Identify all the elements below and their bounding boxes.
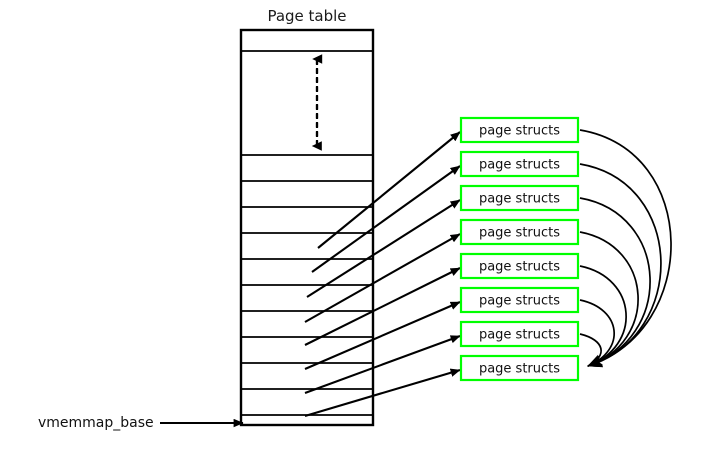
- page-structs-box[interactable]: [459, 252, 580, 280]
- tail-arrow: [579, 333, 604, 367]
- page-structs-label: page structs: [479, 328, 560, 343]
- page-structs-label: page structs: [479, 158, 560, 173]
- page-structs-box[interactable]: [459, 286, 580, 314]
- tail-arrow: [579, 231, 639, 367]
- entry-arrow: [317, 131, 461, 249]
- tail-arrow: [579, 197, 651, 367]
- page-structs-box[interactable]: [459, 116, 580, 144]
- page-structs-item[interactable]: page structs: [459, 150, 580, 178]
- page-structs-label: page structs: [479, 192, 560, 207]
- page-structs-box[interactable]: [459, 184, 580, 212]
- tail-arrow: [579, 129, 672, 368]
- vmemmap-base-label: vmemmap_base: [38, 415, 154, 431]
- tail-arrow: [579, 163, 662, 368]
- entry-arrow: [304, 368, 461, 418]
- page-structs-item[interactable]: page structs: [459, 320, 580, 348]
- page-structs-label: page structs: [479, 124, 560, 139]
- page-structs-item[interactable]: page structs: [459, 184, 580, 212]
- page-structs-item[interactable]: page structs: [459, 286, 580, 314]
- entry-arrow: [304, 267, 461, 346]
- page-structs-item[interactable]: page structs: [459, 354, 580, 382]
- page-table-outline: [239, 28, 375, 427]
- entry-arrows: [304, 131, 461, 418]
- vmemmap-base-pointer: vmemmap_base: [38, 415, 244, 431]
- entry-arrow: [306, 199, 461, 298]
- page-structs-box[interactable]: [459, 354, 580, 382]
- page-table: [239, 28, 375, 427]
- page-structs-box[interactable]: [459, 218, 580, 246]
- page-table-title: Page table: [267, 7, 346, 25]
- entry-arrow: [304, 335, 461, 394]
- page-structs-label: page structs: [479, 226, 560, 241]
- page-structs-label: page structs: [479, 294, 560, 309]
- page-structs-item[interactable]: page structs: [459, 116, 580, 144]
- page-structs-list: page structs page structs page structs p…: [459, 116, 580, 382]
- page-structs-item[interactable]: page structs: [459, 218, 580, 246]
- entry-arrow: [311, 165, 461, 273]
- page-structs-label: page structs: [479, 260, 560, 275]
- page-structs-box[interactable]: [459, 320, 580, 348]
- page-structs-item[interactable]: page structs: [459, 252, 580, 280]
- tail-arrows: [579, 129, 672, 368]
- page-table-row-dividers: [241, 50, 373, 416]
- entry-arrow: [304, 233, 461, 323]
- tail-arrow: [579, 265, 627, 367]
- page-structs-box[interactable]: [459, 150, 580, 178]
- page-structs-label: page structs: [479, 362, 560, 377]
- entry-arrow: [304, 301, 461, 370]
